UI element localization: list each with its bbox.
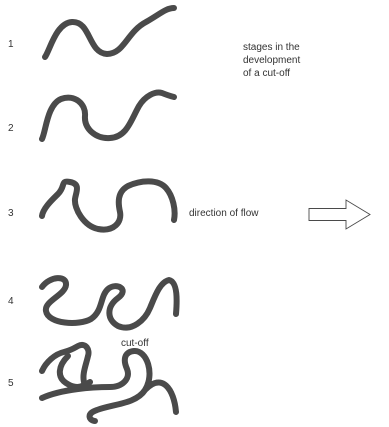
stage-number-3: 3 xyxy=(8,208,14,219)
flow-direction-label: direction of flow xyxy=(189,208,259,219)
stage-number-4: 4 xyxy=(8,296,14,307)
river-channel-stage-3 xyxy=(39,178,178,233)
river-channel-stage-1 xyxy=(42,5,177,60)
stage-number-5: 5 xyxy=(8,378,14,389)
stage-number-2: 2 xyxy=(8,123,14,134)
river-channel-stage-5 xyxy=(39,342,92,385)
diagram-caption: stages in the development of a cut-off xyxy=(243,42,301,79)
river-channel-stage-5-main xyxy=(39,348,179,424)
flow-arrow-icon xyxy=(308,199,371,230)
stage-number-1: 1 xyxy=(8,39,14,50)
river-channel-stage-2 xyxy=(39,89,177,142)
cutoff-label: cut-off xyxy=(121,338,149,349)
river-channel-stage-4 xyxy=(39,275,180,331)
